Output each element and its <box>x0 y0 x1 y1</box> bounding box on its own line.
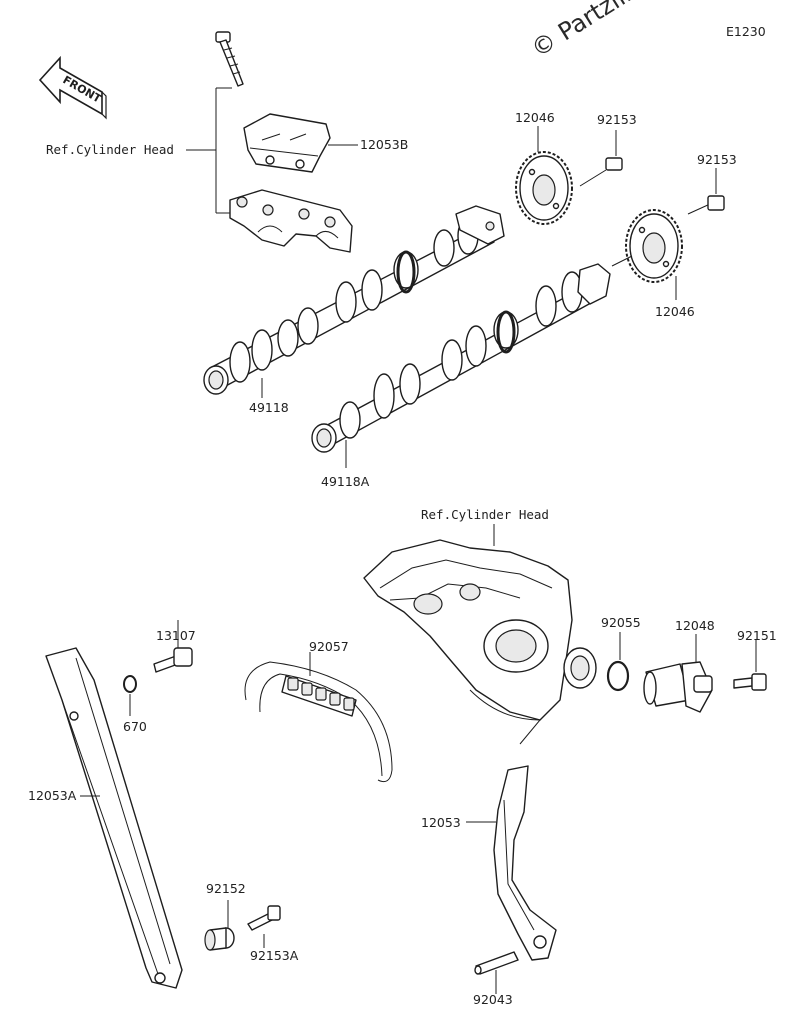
ref-cylinder-head-bottom-label: Ref.Cylinder Head <box>421 507 549 522</box>
guide-bolt-92153A-icon <box>247 905 281 931</box>
label-49118A: 49118A <box>321 474 370 489</box>
chain-guide-12053 <box>493 765 557 961</box>
label-12053A: 12053A <box>28 788 77 803</box>
sprocket-bolt-upper-icon <box>579 157 623 187</box>
sprocket-bolt-right-icon <box>687 195 725 215</box>
label-92153-right: 92153 <box>697 152 737 167</box>
label-670: 670 <box>123 719 147 734</box>
pin-92043-icon <box>474 951 519 975</box>
camshaft-intake <box>311 263 611 453</box>
label-12048: 12048 <box>675 618 715 633</box>
label-12053: 12053 <box>421 815 461 830</box>
label-92055: 92055 <box>601 615 641 630</box>
label-92043: 92043 <box>473 992 513 1007</box>
chain-tensioner <box>643 661 713 713</box>
label-92153A: 92153A <box>250 948 299 963</box>
front-arrow-icon: FRONT <box>38 55 107 120</box>
svg-text:© Partzilla: © Partzilla <box>526 0 648 63</box>
cylinder-head <box>363 539 597 745</box>
o-ring-92055 <box>606 660 630 692</box>
watermark: © Partzilla <box>526 0 648 63</box>
cam-sprocket-upper <box>515 151 573 225</box>
label-49118: 49118 <box>249 400 289 415</box>
cap-bolt-icon <box>215 31 244 87</box>
label-13107: 13107 <box>156 628 196 643</box>
camshaft-cap-upper <box>243 113 331 173</box>
label-12053B: 12053B <box>360 137 408 152</box>
camshaft-holder-lower <box>229 189 353 253</box>
label-92153-top: 92153 <box>597 112 637 127</box>
spacer-92152-icon <box>204 927 235 951</box>
camshaft-exhaust <box>203 205 505 395</box>
guide-bolt-13107-icon <box>153 647 193 673</box>
ref-bracket-top <box>186 87 232 214</box>
ref-cylinder-head-top-label: Ref.Cylinder Head <box>46 142 174 157</box>
label-92057: 92057 <box>309 639 349 654</box>
washer-670 <box>123 675 137 693</box>
label-92152: 92152 <box>206 881 246 896</box>
label-12046-top: 12046 <box>515 110 555 125</box>
cam-chain <box>244 661 393 783</box>
chain-guide-12053A <box>45 647 183 989</box>
label-92151: 92151 <box>737 628 777 643</box>
tensioner-bolt-icon <box>733 673 767 691</box>
label-12046-right: 12046 <box>655 304 695 319</box>
diagram-code: E1230 <box>726 24 766 39</box>
cam-sprocket-lower <box>625 209 683 283</box>
